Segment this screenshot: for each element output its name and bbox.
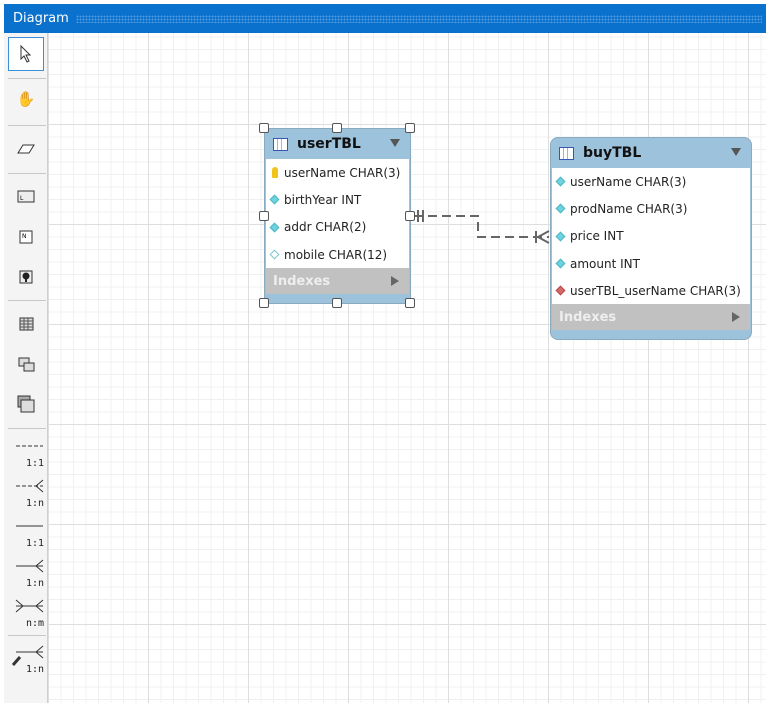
indexes-section[interactable]: Indexes bbox=[552, 304, 750, 331]
relation-existing-columns-tool[interactable]: 1:n bbox=[10, 645, 44, 679]
collapse-arrow-icon[interactable] bbox=[731, 148, 741, 156]
column-row[interactable]: birthYear INT bbox=[266, 186, 409, 213]
column-row[interactable]: price INT bbox=[552, 223, 750, 250]
resize-handle[interactable] bbox=[259, 123, 269, 133]
relation-solid-icon bbox=[16, 525, 43, 527]
relation-1-n-solid-tool[interactable]: 1:n bbox=[10, 559, 44, 593]
resize-handle[interactable] bbox=[259, 211, 269, 221]
toolbar-separator bbox=[8, 428, 46, 429]
column-row[interactable]: amount INT bbox=[552, 250, 750, 277]
toolbar-separator bbox=[8, 173, 46, 174]
view-icon bbox=[18, 357, 34, 371]
column-row[interactable]: userName CHAR(3) bbox=[266, 159, 409, 186]
svg-text:L: L bbox=[20, 195, 24, 202]
layer-tool[interactable]: L bbox=[8, 179, 44, 213]
resize-handle[interactable] bbox=[405, 298, 415, 308]
table-userTBL[interactable]: userTBL userName CHAR(3) birthYear INT a… bbox=[264, 128, 411, 304]
diagram-titlebar: Diagram bbox=[4, 4, 766, 33]
relation-many-many-icon bbox=[15, 599, 44, 613]
note-tool[interactable]: N bbox=[8, 220, 44, 254]
foreign-key-icon bbox=[555, 285, 566, 296]
column-notnull-icon bbox=[555, 203, 566, 214]
relation-n-m-tool[interactable]: n:m bbox=[10, 599, 44, 633]
primary-key-icon bbox=[272, 167, 278, 179]
hand-tool[interactable]: ✋ bbox=[8, 82, 44, 116]
table-buyTBL[interactable]: buyTBL userName CHAR(3) prodName CHAR(3)… bbox=[550, 137, 752, 340]
relation-picker-icon bbox=[11, 645, 44, 666]
table-header[interactable]: userTBL bbox=[265, 129, 410, 159]
expand-arrow-icon bbox=[391, 276, 399, 287]
resize-handle[interactable] bbox=[405, 211, 415, 221]
many-marker bbox=[535, 230, 550, 244]
pointer-tool[interactable] bbox=[8, 37, 44, 71]
column-row[interactable]: addr CHAR(2) bbox=[266, 214, 409, 241]
column-row[interactable]: userTBL_userName CHAR(3) bbox=[552, 277, 750, 304]
eraser-tool[interactable] bbox=[8, 132, 44, 166]
relation-1-1-solid-tool[interactable]: 1:1 bbox=[10, 519, 44, 553]
table-icon bbox=[559, 146, 574, 160]
column-notnull-icon bbox=[555, 176, 566, 187]
relation-1-1-dashed-tool[interactable]: 1:1 bbox=[10, 439, 44, 473]
titlebar-grip bbox=[76, 15, 762, 23]
image-icon bbox=[19, 270, 33, 284]
column-notnull-icon bbox=[555, 231, 566, 242]
svg-text:N: N bbox=[22, 233, 27, 240]
toolbar-separator bbox=[8, 78, 46, 79]
routine-group-icon bbox=[17, 395, 35, 413]
column-row[interactable]: prodName CHAR(3) bbox=[552, 195, 750, 222]
layer-icon: L bbox=[17, 190, 35, 202]
one-mandatory-marker bbox=[417, 210, 424, 222]
table-icon bbox=[19, 317, 33, 331]
resize-handle[interactable] bbox=[332, 298, 342, 308]
relation-dashed-icon bbox=[16, 445, 43, 447]
eraser-icon bbox=[17, 144, 35, 154]
resize-handle[interactable] bbox=[332, 123, 342, 133]
column-row[interactable]: mobile CHAR(12) bbox=[266, 241, 409, 268]
column-row[interactable]: userName CHAR(3) bbox=[552, 168, 750, 195]
column-nullable-icon bbox=[269, 249, 280, 260]
toolbar-separator bbox=[8, 300, 46, 301]
column-notnull-icon bbox=[269, 194, 280, 205]
diagram-toolbar: ✋ L N 1:1 1:n 1:1 1:n n:m 1:n bbox=[4, 33, 48, 703]
column-notnull-icon bbox=[555, 258, 566, 269]
table-header[interactable]: buyTBL bbox=[551, 138, 751, 168]
relation-solid-crowfoot-icon bbox=[16, 559, 44, 573]
diagram-title: Diagram bbox=[13, 11, 69, 26]
table-name: buyTBL bbox=[583, 145, 642, 161]
table-icon bbox=[273, 137, 288, 151]
toolbar-separator bbox=[8, 635, 46, 636]
resize-handle[interactable] bbox=[259, 298, 269, 308]
hand-icon: ✋ bbox=[16, 90, 36, 108]
note-icon: N bbox=[19, 230, 33, 244]
view-tool[interactable] bbox=[8, 347, 44, 381]
indexes-section[interactable]: Indexes bbox=[266, 268, 409, 295]
pointer-icon bbox=[20, 45, 32, 63]
column-notnull-icon bbox=[269, 222, 280, 233]
table-tool[interactable] bbox=[8, 307, 44, 341]
table-name: userTBL bbox=[297, 136, 361, 152]
expand-arrow-icon bbox=[732, 312, 740, 323]
resize-handle[interactable] bbox=[405, 123, 415, 133]
relation-1-n-dashed-tool[interactable]: 1:n bbox=[10, 479, 44, 513]
routine-group-tool[interactable] bbox=[8, 387, 44, 421]
image-tool[interactable] bbox=[8, 260, 44, 294]
toolbar-separator bbox=[8, 125, 46, 126]
relation-dashed-crowfoot-icon bbox=[16, 479, 44, 493]
collapse-arrow-icon[interactable] bbox=[390, 139, 400, 147]
